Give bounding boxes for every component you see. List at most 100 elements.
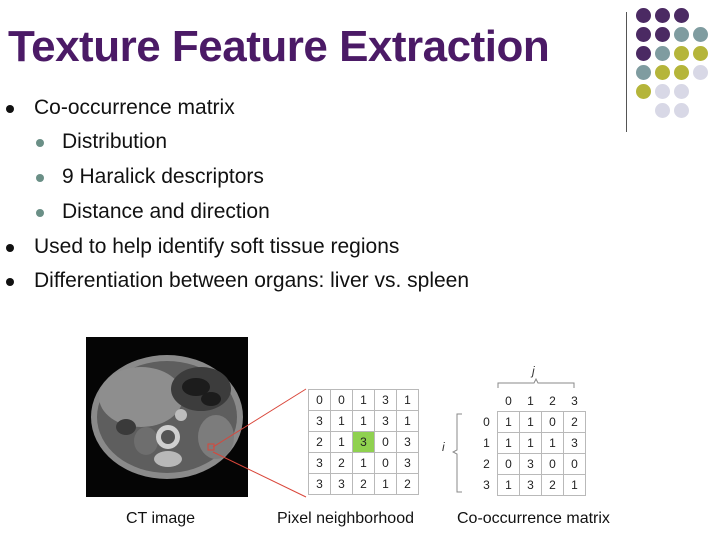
grid-cell: 0 [374,431,397,453]
grid-cell: 3 [330,473,353,495]
title-divider-line [626,12,627,132]
bullet-text: Co-occurrence matrix [34,96,235,119]
grid-row: 2 1 3 0 3 [308,431,419,453]
bullet-marker [6,105,14,113]
grid-cell: 1 [396,389,419,411]
matrix-row-header: 3 [483,478,490,492]
grid-cell: 3 [308,473,331,495]
matrix-cell: 1 [563,474,586,496]
dot [674,65,689,80]
grid-cell: 1 [352,452,375,474]
matrix-row: 2 0 3 0 0 [476,453,586,475]
matrix-cell: 3 [519,474,542,496]
zoom-line-bottom [212,451,307,498]
dot [674,103,689,118]
dot [636,46,651,61]
zoom-line-top [212,388,307,448]
matrix-cell: 1 [541,432,564,454]
slide-title: Texture Feature Extraction [8,22,550,71]
sub-bullet-text: 9 Haralick descriptors [62,165,264,188]
grid-row: 3 1 1 3 1 [308,410,419,432]
dot [674,27,689,42]
matrix-col-header: 3 [571,394,578,408]
grid-cell: 3 [308,410,331,432]
grid-cell: 1 [374,473,397,495]
matrix-cell: 2 [541,474,564,496]
dot [655,84,670,99]
sub-bullet-marker [36,209,44,217]
matrix-cell: 1 [497,432,520,454]
grid-cell: 3 [374,389,397,411]
dot [655,103,670,118]
matrix-row-header: 0 [483,415,490,429]
grid-cell: 3 [396,431,419,453]
caption-co-occurrence-matrix: Co-occurrence matrix [457,510,610,527]
grid-cell: 1 [352,389,375,411]
matrix-row-header: 2 [483,457,490,471]
sub-bullet-text: Distance and direction [62,200,270,223]
ct-scan-image [86,337,248,497]
matrix-j-label: j [532,364,535,378]
matrix-cell: 3 [563,432,586,454]
bullet-text: Differentiation between organs: liver vs… [34,269,470,292]
grid-cell: 2 [396,473,419,495]
matrix-row: 0 1 1 0 2 [476,411,586,433]
matrix-cell: 1 [519,432,542,454]
matrix-i-label: i [442,440,445,454]
j-brace [497,378,575,388]
matrix-col-header: 2 [549,394,556,408]
dot [655,65,670,80]
co-occurrence-matrix: 0 1 2 3 0 1 1 0 2 1 1 1 1 3 2 0 3 0 0 3 … [476,391,586,496]
matrix-cell: 0 [497,453,520,475]
pixel-neighborhood-grid: 0 0 1 3 1 3 1 1 3 1 2 1 3 0 3 3 2 1 0 3 … [308,389,419,495]
grid-cell: 1 [330,410,353,432]
grid-cell: 2 [330,452,353,474]
grid-row: 0 0 1 3 1 [308,389,419,411]
bullet-marker [6,278,14,286]
sub-bullet-marker [36,174,44,182]
dot [674,46,689,61]
grid-cell: 2 [308,431,331,453]
matrix-col-header: 1 [527,394,534,408]
dot [693,27,708,42]
sub-bullet-text: Distribution [62,130,168,153]
caption-ct-image: CT image [126,510,196,527]
ct-scan-drawing [86,337,248,497]
matrix-header-row: 0 1 2 3 [476,391,586,412]
matrix-corner [476,391,498,412]
grid-cell: 1 [352,410,375,432]
grid-cell: 0 [308,389,331,411]
sub-bullet-marker [36,139,44,147]
grid-cell: 0 [374,452,397,474]
grid-cell-highlighted: 3 [352,431,375,453]
matrix-cell: 1 [497,411,520,433]
matrix-cell: 0 [541,411,564,433]
i-brace [452,413,462,493]
dot [693,46,708,61]
dot [655,8,670,23]
grid-cell: 1 [396,410,419,432]
dot [655,46,670,61]
matrix-cell: 1 [519,411,542,433]
dot [636,84,651,99]
matrix-row: 1 1 1 1 3 [476,432,586,454]
grid-row: 3 3 2 1 2 [308,473,419,495]
grid-cell: 0 [330,389,353,411]
grid-cell: 2 [352,473,375,495]
bullet-marker [6,244,14,252]
dot [636,65,651,80]
dot [674,8,689,23]
dot [674,84,689,99]
matrix-cell: 3 [519,453,542,475]
bullet-text: Used to help identify soft tissue region… [34,235,400,258]
caption-pixel-neighborhood: Pixel neighborhood [277,510,414,527]
matrix-col-header: 0 [505,394,512,408]
grid-cell: 3 [374,410,397,432]
dot [693,65,708,80]
matrix-cell: 0 [563,453,586,475]
grid-cell: 1 [330,431,353,453]
dot [636,8,651,23]
grid-cell: 3 [308,452,331,474]
dot [636,27,651,42]
